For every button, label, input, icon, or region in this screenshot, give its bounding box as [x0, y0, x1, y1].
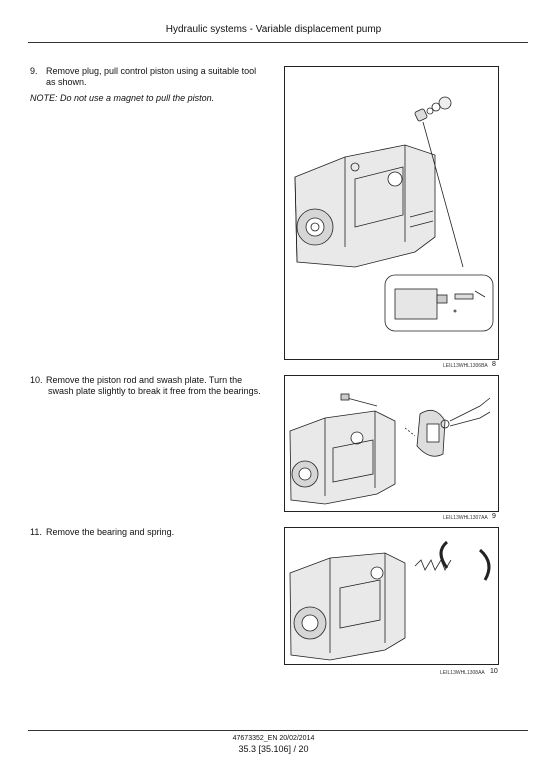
step-text-line2: swash plate slightly to break it free fr… [48, 386, 261, 396]
figure-9-number: 9 [492, 513, 496, 520]
step-number: 9. [30, 66, 38, 76]
figure-8-illustration [284, 66, 499, 360]
step-10: 10.Remove the piston rod and swash plate… [30, 375, 266, 397]
step-text-line1: Remove the bearing and spring. [46, 527, 175, 537]
step-9: 9. Remove plug, pull control piston using… [30, 66, 266, 88]
step-number: 11. [30, 527, 42, 537]
step-number: 10. [30, 375, 43, 385]
figure-9-code: LEIL13WHL1307AA [443, 515, 488, 521]
step-text-line1: Remove plug, pull control piston using a… [46, 66, 257, 76]
figure-9-illustration [284, 375, 499, 512]
figure-8-number: 8 [492, 361, 496, 368]
figure-10-code: LEIL13WHL1308AA [440, 670, 485, 676]
footer-rule [28, 730, 528, 731]
footer-doc-id: 47673352_EN 20/02/2014 [232, 735, 315, 742]
step-9-note: NOTE: Do not use a magnet to pull the pi… [30, 93, 215, 103]
header-rule [28, 42, 528, 43]
step-text-line2: as shown. [46, 77, 87, 87]
figure-8-code: LEIL13WHL1306BA [443, 363, 488, 369]
figure-10-number: 10 [490, 668, 498, 675]
footer-page-number: 35.3 [35.106] / 20 [238, 744, 309, 754]
figure-10-illustration [284, 527, 499, 665]
step-11: 11. Remove the bearing and spring. [30, 527, 266, 538]
step-text-line1: Remove the piston rod and swash plate. T… [46, 375, 243, 385]
page-header-title: Hydraulic systems - Variable displacemen… [165, 24, 382, 35]
